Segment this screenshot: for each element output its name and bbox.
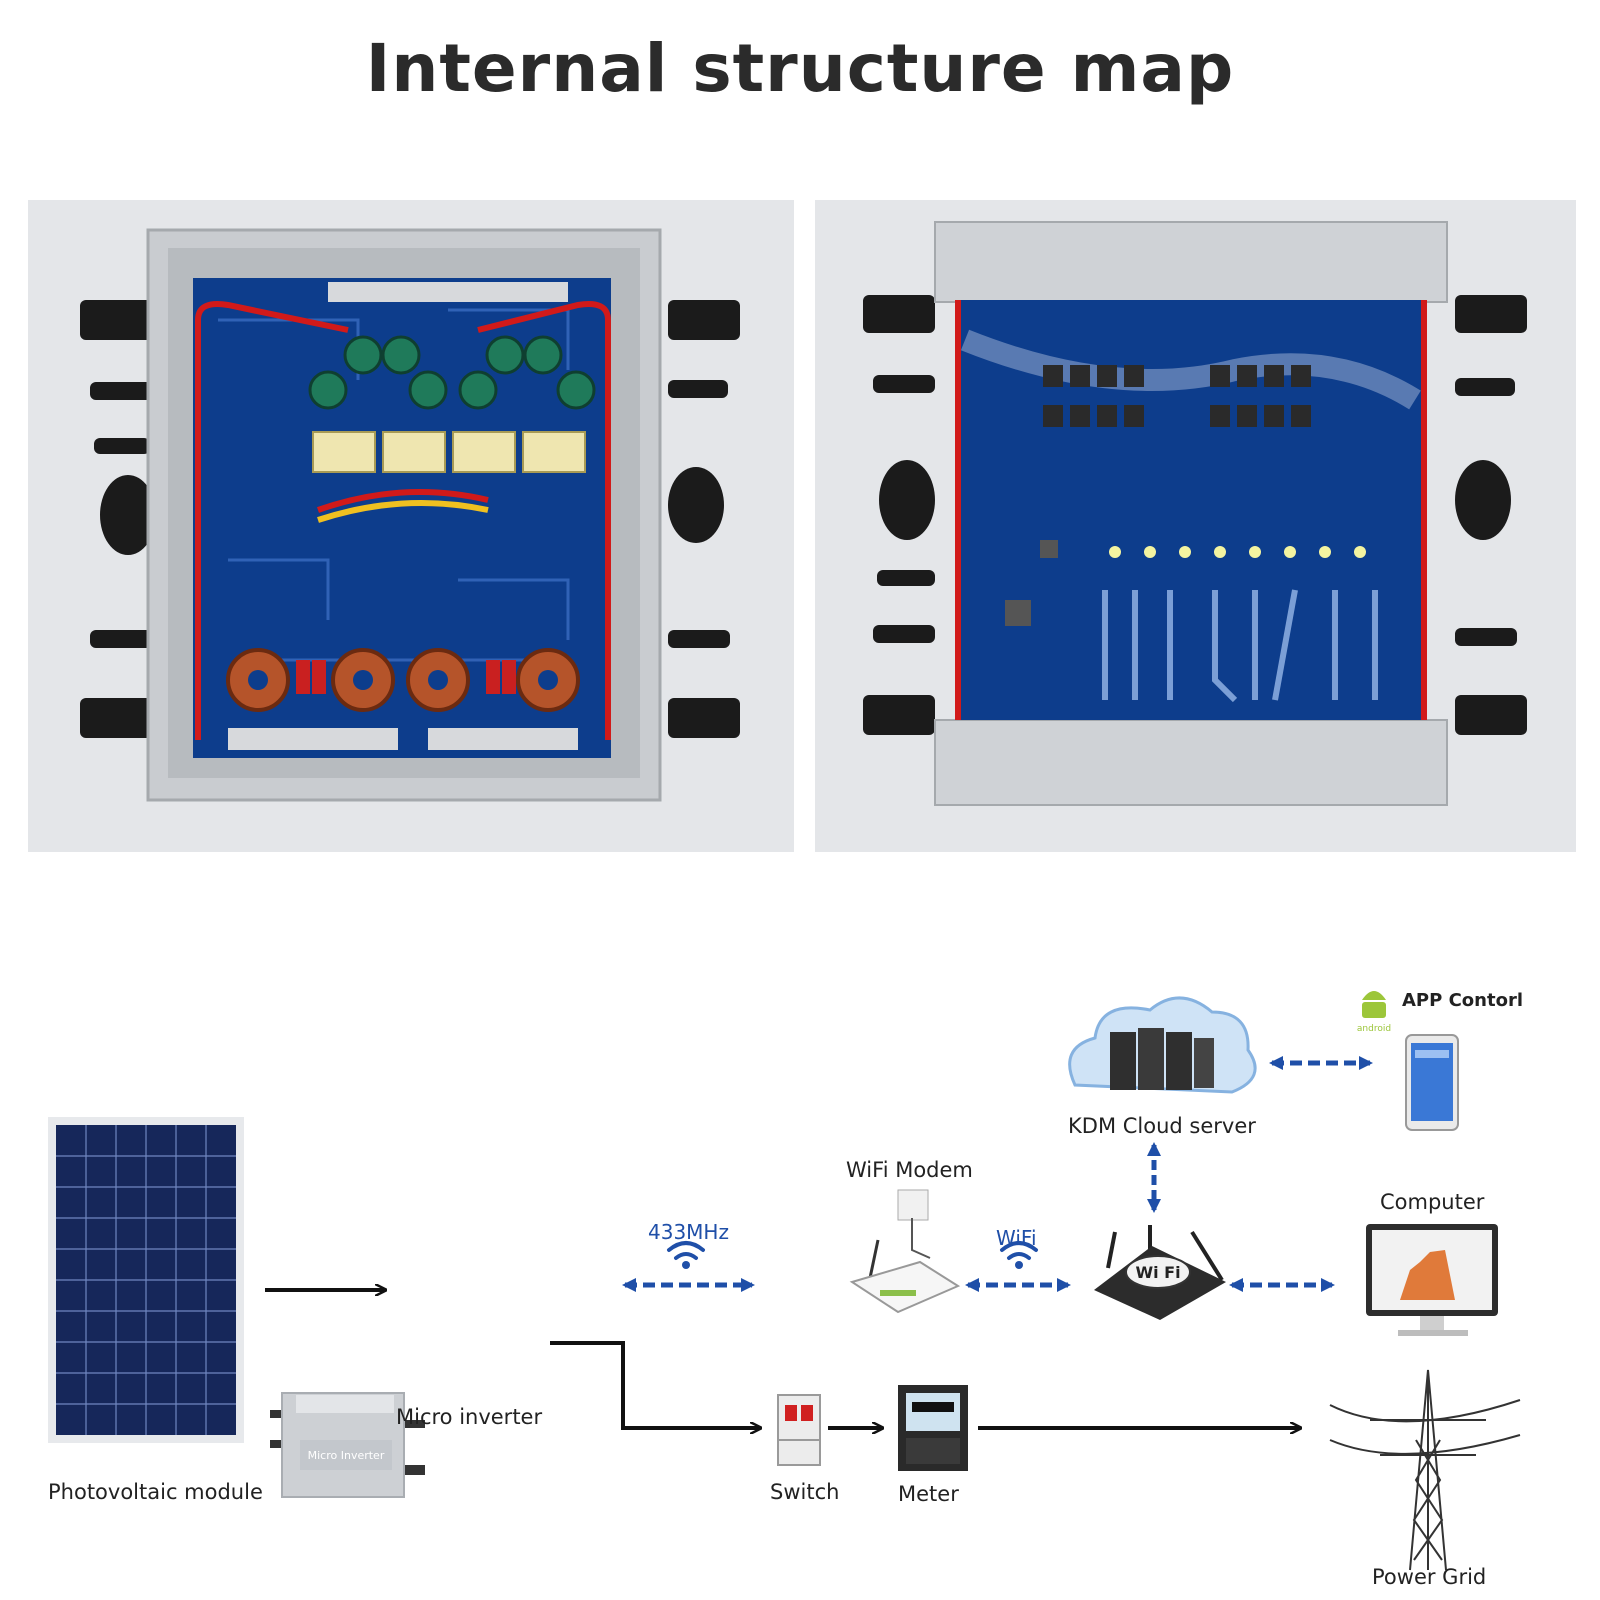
switch-icon <box>777 1394 821 1466</box>
pcb-bottom-illustration <box>815 200 1576 852</box>
wifi-modem-icon <box>849 1189 961 1314</box>
page-title: Internal structure map <box>365 30 1235 107</box>
link-wifi-label: WiFi <box>996 1226 1037 1250</box>
micro-inverter-case-text: Micro Inverter <box>308 1449 385 1462</box>
inverter-to-switch-arrow <box>550 1341 760 1428</box>
photovoltaic-module-icon <box>48 1117 244 1443</box>
power-grid-label: Power Grid <box>1372 1565 1487 1589</box>
wifi-signal-icon-433 <box>667 1241 705 1260</box>
power-grid-tower-icon <box>1329 1369 1521 1571</box>
app-control-label: APP Contorl <box>1402 990 1523 1011</box>
router-wifi-badge: Wi Fi <box>1135 1263 1180 1282</box>
switch-label: Switch <box>770 1480 840 1504</box>
internal-board-top-photo <box>28 200 794 852</box>
micro-inverter-label: Micro inverter <box>396 1405 543 1429</box>
meter-label: Meter <box>898 1482 959 1506</box>
wifi-router-icon <box>1094 1225 1226 1320</box>
internal-board-bottom-photo <box>815 200 1576 852</box>
smartphone-app-icon <box>1405 1034 1459 1131</box>
computer-icon <box>1366 1224 1498 1336</box>
kdm-cloud-server-label: KDM Cloud server <box>1068 1114 1256 1138</box>
cloud-server-icon <box>1068 996 1257 1094</box>
android-text: android <box>1357 1024 1391 1034</box>
computer-label: Computer <box>1380 1190 1485 1214</box>
meter-icon <box>898 1385 968 1471</box>
pcb-top-illustration <box>28 200 794 852</box>
photovoltaic-module-label: Photovoltaic module <box>48 1480 263 1504</box>
link-433mhz-label: 433MHz <box>648 1220 729 1244</box>
android-icon <box>1362 991 1386 1018</box>
wifi-modem-label: WiFi Modem <box>846 1158 973 1182</box>
